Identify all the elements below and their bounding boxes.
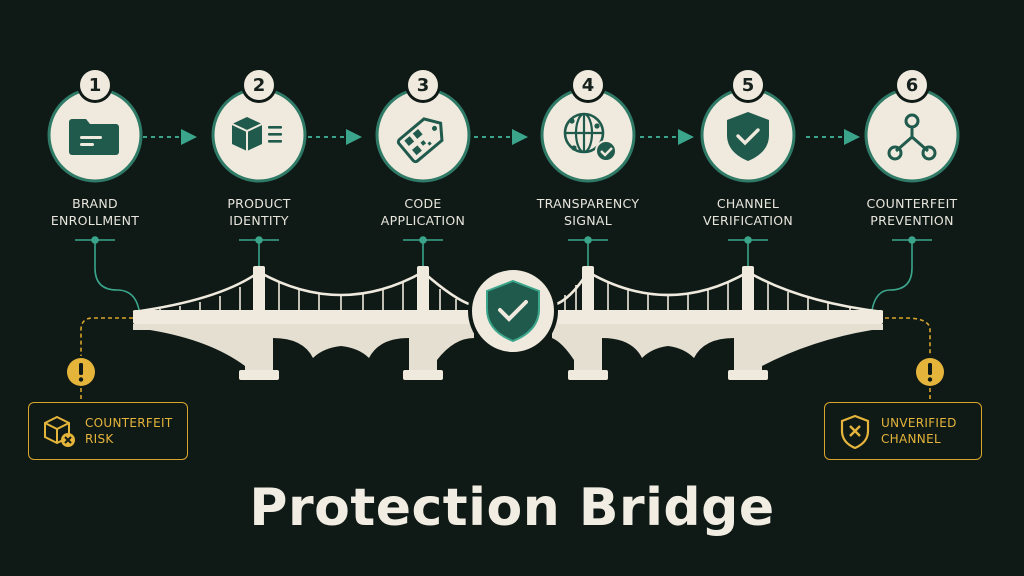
center-shield-badge	[468, 266, 558, 356]
warning-icon	[67, 358, 95, 386]
connector-lines	[75, 236, 932, 311]
risk-connectors	[80, 317, 931, 402]
box-x-icon	[44, 415, 75, 447]
step-number-4: 4	[573, 70, 603, 100]
step-circles	[47, 87, 960, 183]
step-label-2: PRODUCT IDENTITY	[227, 196, 291, 228]
step-number-1: 1	[80, 70, 110, 100]
bridge-towers	[253, 266, 754, 316]
page-title: Protection Bridge	[249, 478, 775, 538]
step-circle-4	[540, 87, 636, 183]
globe-check-icon	[563, 112, 617, 162]
shield-check-icon	[727, 112, 769, 161]
unverified-channel-label: UNVERIFIED CHANNEL	[881, 416, 957, 446]
step-circle-3	[375, 87, 471, 183]
warning-icon	[916, 358, 944, 386]
bridge-hangers	[159, 282, 851, 312]
step-label-5: CHANNEL VERIFICATION	[702, 196, 794, 228]
folder-icon	[69, 119, 119, 155]
step-number-3: 3	[408, 70, 438, 100]
step-number-6: 6	[897, 70, 927, 100]
step-number-2: 2	[244, 70, 274, 100]
shield-check-icon	[486, 279, 540, 343]
counterfeit-risk-label: COUNTERFEIT RISK	[85, 416, 173, 446]
step-number-5: 5	[733, 70, 763, 100]
counterfeit-risk-box: COUNTERFEIT RISK	[28, 402, 188, 460]
bridge-pier-bases	[239, 370, 768, 380]
qr-tag-icon	[396, 117, 444, 164]
package-icon	[231, 117, 282, 151]
bridge	[132, 266, 884, 380]
step-label-6: COUNTERFEIT PREVENTION	[866, 196, 958, 228]
step-label-4: TRANSPARENCY SIGNAL	[536, 196, 640, 228]
shield-x-icon	[840, 414, 870, 449]
step-label-1: BRAND ENROLLMENT	[50, 196, 140, 228]
step-label-3: CODE APPLICATION	[380, 196, 466, 228]
network-icon	[887, 113, 937, 161]
unverified-channel-box: UNVERIFIED CHANNEL	[824, 402, 982, 460]
